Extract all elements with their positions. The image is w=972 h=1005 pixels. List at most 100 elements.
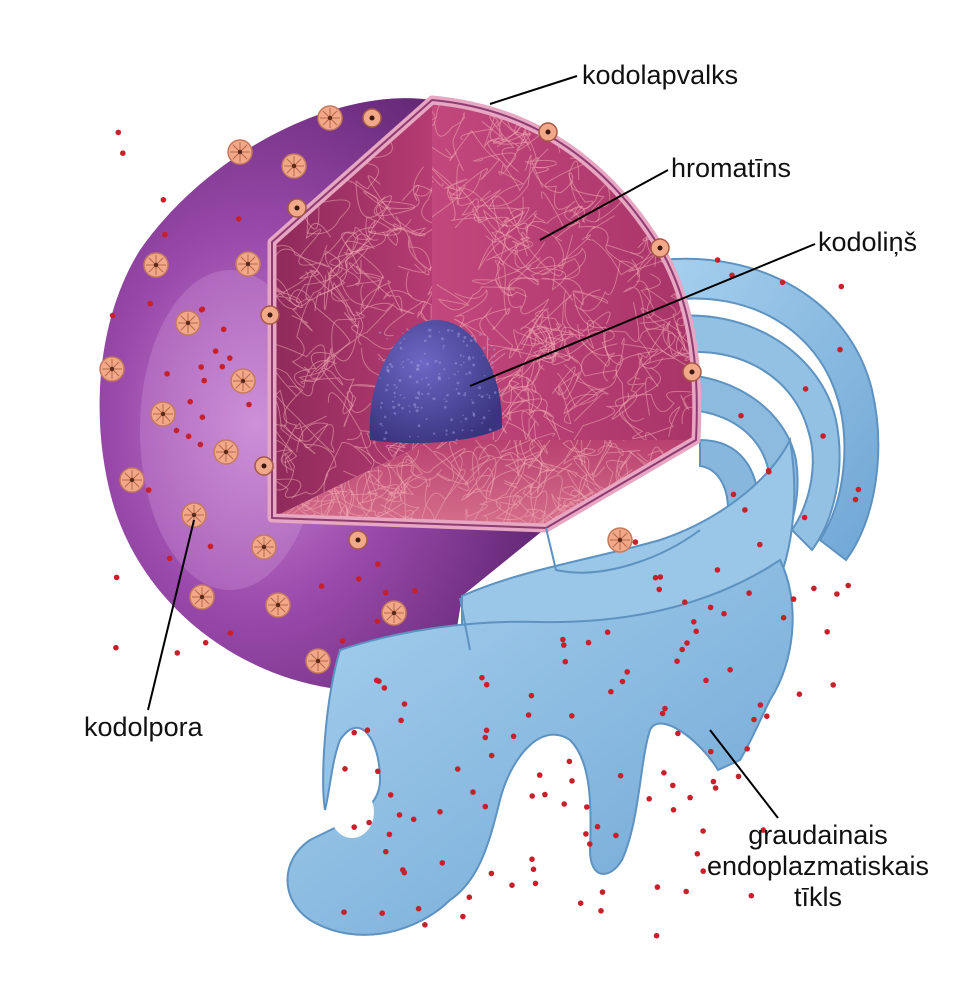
nucleolus-granule bbox=[462, 340, 465, 343]
ribosome-icon bbox=[227, 355, 233, 361]
leader-hromatins bbox=[539, 169, 669, 241]
nucleolus-granule bbox=[393, 391, 396, 395]
nuclear-pore-icon bbox=[227, 139, 253, 165]
ribosome-icon bbox=[656, 586, 662, 593]
chromatin-strand bbox=[640, 273, 697, 371]
nucleolus-granule bbox=[432, 397, 436, 401]
chromatin-strand bbox=[433, 112, 465, 206]
nucleolus-texture bbox=[378, 328, 497, 442]
nucleolus-granule bbox=[388, 362, 392, 366]
ribosome-icon bbox=[199, 414, 206, 421]
nucleolus-granule bbox=[472, 412, 476, 415]
ribosome-icon bbox=[483, 681, 490, 688]
ribosome-icon bbox=[415, 905, 422, 912]
nucleolus-granule bbox=[472, 363, 476, 367]
nucleolus-granule bbox=[461, 429, 464, 432]
nuclear-pore-icon bbox=[381, 600, 407, 626]
nucleolus-granule bbox=[467, 356, 470, 359]
nucleolus-granule bbox=[390, 365, 394, 368]
ribosome-icon bbox=[120, 150, 126, 156]
ribosome-icon bbox=[694, 851, 701, 857]
nucleolus-granule bbox=[441, 337, 444, 341]
ribosome-icon bbox=[837, 346, 843, 353]
nucleolus-granule bbox=[493, 354, 496, 356]
chromatin-strand bbox=[537, 293, 615, 371]
nucleolus-granule bbox=[391, 400, 394, 403]
er-front bbox=[286, 436, 796, 936]
nucleolus-granule bbox=[403, 338, 406, 340]
chromatin-strand bbox=[597, 440, 625, 456]
nucleolus-granule bbox=[379, 406, 382, 409]
ribosome-icon bbox=[661, 770, 667, 776]
nucleolus-granule bbox=[454, 373, 456, 376]
ribosome-icon bbox=[569, 778, 575, 784]
nucleolus-granule bbox=[445, 400, 448, 403]
nucleolus-granule bbox=[399, 346, 403, 350]
nucleolus-granule bbox=[482, 346, 486, 350]
ribosome-icon bbox=[246, 401, 252, 408]
ribosome-icon bbox=[587, 841, 593, 847]
nucleolus-granule bbox=[465, 372, 468, 376]
chromatin-strand bbox=[667, 331, 697, 373]
ribosome-icon bbox=[379, 910, 386, 916]
ribosome-icon bbox=[714, 257, 721, 263]
nuclear-pore-icon bbox=[682, 362, 702, 382]
nucleolus-granule bbox=[408, 435, 411, 438]
ribosome-icon bbox=[342, 766, 348, 772]
nucleolus-granule bbox=[470, 334, 474, 338]
nucleolus-granule bbox=[488, 410, 490, 412]
nucleolus bbox=[369, 319, 503, 444]
nucleolus-granule bbox=[492, 348, 496, 351]
nucleolus-granule bbox=[472, 411, 474, 414]
nucleolus-granule bbox=[429, 387, 432, 389]
ribosome-icon bbox=[700, 828, 706, 834]
chromatin-strand bbox=[483, 113, 548, 151]
chromatin-strand bbox=[385, 462, 428, 502]
chromatin-strand bbox=[357, 302, 415, 346]
ribosome-icon bbox=[584, 804, 590, 810]
chromatin-strand bbox=[572, 443, 641, 476]
nucleolus-granule bbox=[451, 329, 454, 332]
chromatin-strand bbox=[493, 440, 573, 476]
nuclear-pore-icon bbox=[317, 105, 343, 131]
label-er-line2: endoplazmatiskais bbox=[706, 851, 930, 881]
ribosome-icon bbox=[381, 685, 388, 691]
chromatin-strand bbox=[272, 446, 293, 518]
ribosome-icon bbox=[714, 567, 721, 573]
nucleolus-granule bbox=[408, 405, 410, 407]
nuclear-pore-icon bbox=[181, 502, 207, 528]
ribosome-icon bbox=[466, 894, 473, 900]
nucleolus-granule bbox=[457, 370, 459, 373]
nucleolus-granule bbox=[455, 438, 459, 442]
chromatin-strand bbox=[495, 440, 538, 528]
ribosome-icon bbox=[164, 371, 170, 377]
ribosome-icon bbox=[796, 691, 803, 697]
ribosome-icon bbox=[366, 819, 372, 826]
nucleolus-granule bbox=[385, 388, 388, 392]
chromatin-strand bbox=[272, 439, 302, 499]
nucleolus-granule bbox=[413, 403, 417, 407]
nucleolus-granule bbox=[401, 406, 405, 410]
ribosome-icon bbox=[700, 868, 706, 874]
chromatin-strand bbox=[472, 239, 528, 297]
chromatin-strand bbox=[514, 241, 566, 291]
nucleolus-granule bbox=[478, 394, 481, 397]
chromatin-strand bbox=[605, 411, 670, 440]
ribosome-icon bbox=[318, 583, 325, 589]
ribosome-icon bbox=[760, 827, 767, 833]
nucleolus-granule bbox=[438, 331, 440, 333]
label-kodolpora: kodolpora bbox=[84, 712, 203, 742]
ribosome-icon bbox=[662, 705, 668, 712]
ribosome-icon bbox=[766, 469, 772, 475]
nucleolus-granule bbox=[464, 417, 468, 421]
nuclear-pore-icon bbox=[99, 356, 125, 382]
ribosome-icon bbox=[780, 614, 787, 621]
chromatin-strand bbox=[405, 271, 432, 322]
ribosome-icon bbox=[422, 922, 428, 928]
chromatin-strand bbox=[323, 232, 354, 310]
chromatin-strand bbox=[561, 247, 609, 306]
ribosome-icon bbox=[412, 588, 418, 594]
nucleolus-granule bbox=[491, 365, 494, 369]
nucleolus-granule bbox=[420, 406, 423, 409]
chromatin-strand bbox=[310, 311, 365, 379]
